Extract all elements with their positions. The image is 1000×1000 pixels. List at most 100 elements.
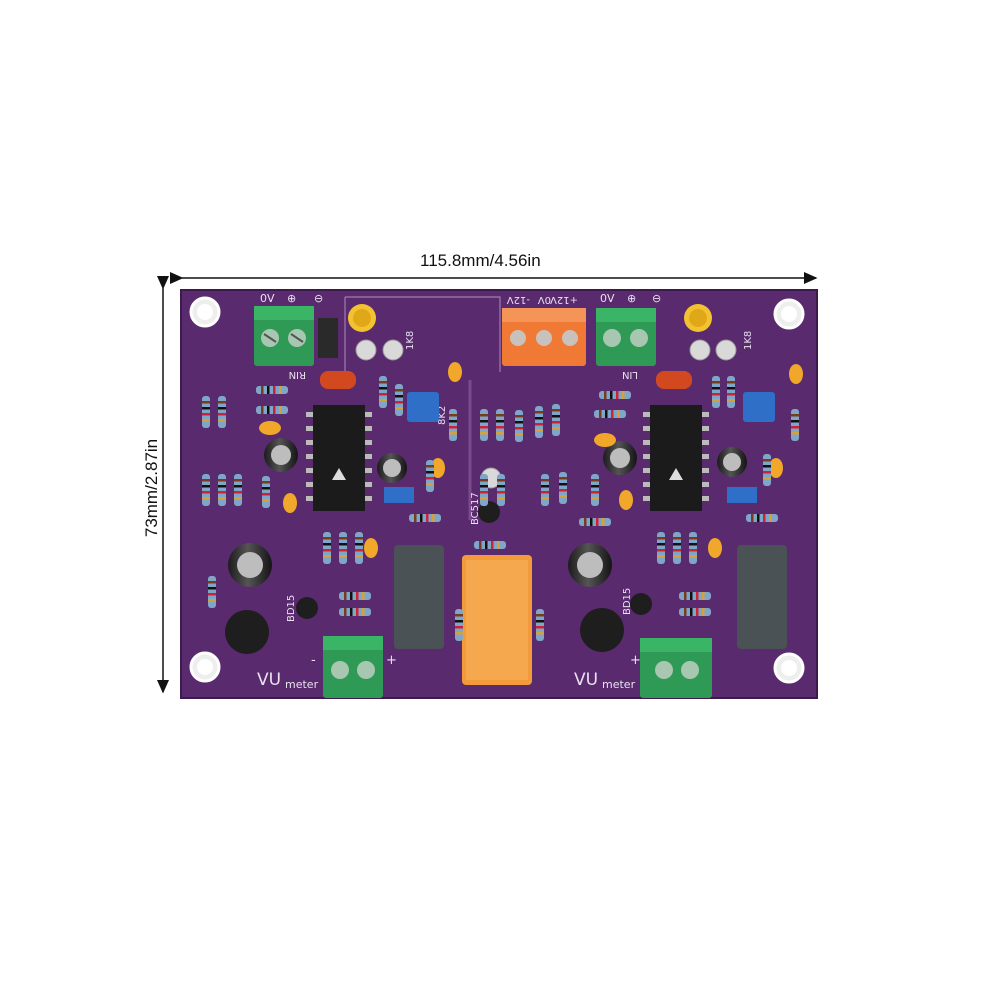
resistor-15 <box>535 406 543 438</box>
resistor-band <box>426 477 434 480</box>
resistor-26 <box>727 376 735 408</box>
resistor-band <box>684 608 687 616</box>
resistor-band <box>535 411 543 414</box>
resistor-band <box>323 543 331 546</box>
transistor-socket-1 <box>355 339 377 361</box>
resistor-band <box>536 614 544 617</box>
resistor-band <box>496 420 504 423</box>
terminal-lin <box>596 308 656 366</box>
resistor-band <box>599 410 602 418</box>
resistor-band <box>515 427 523 430</box>
trimmer-small-left <box>384 487 414 503</box>
resistor-band <box>395 401 403 404</box>
electrolytic-cap-6 <box>568 543 612 587</box>
resistor-band <box>535 423 543 426</box>
resistor-band <box>218 401 226 404</box>
inductor-left <box>394 545 444 649</box>
resistor-band <box>657 555 665 558</box>
resistor-band <box>267 406 270 414</box>
resistor-band <box>218 497 226 500</box>
resistor-band <box>480 479 488 482</box>
resistor-band <box>791 432 799 435</box>
ceramic-cap-8 <box>708 538 722 558</box>
resistor-band <box>497 479 505 482</box>
transistor-bc517 <box>478 501 500 523</box>
resistor-band <box>218 413 226 416</box>
resistor-band <box>362 592 365 600</box>
rin-0v-label: 0V <box>260 292 275 305</box>
resistor-25 <box>712 376 720 408</box>
resistor-band <box>234 479 242 482</box>
resistor-band <box>455 620 463 623</box>
resistor-band <box>395 407 403 410</box>
resistor-band <box>262 493 270 496</box>
resistor-band <box>727 387 735 390</box>
resistor-band <box>218 479 226 482</box>
resistor-band <box>496 426 504 429</box>
resistor-30 <box>536 609 544 641</box>
resistor-band <box>497 497 505 500</box>
resistor-band <box>218 491 226 494</box>
resistor-27 <box>791 409 799 441</box>
resistor-band <box>356 608 359 616</box>
resistor-2 <box>202 474 210 506</box>
transistor-socket-4 <box>715 339 737 361</box>
resistor-band <box>262 481 270 484</box>
resistor-13 <box>496 409 504 441</box>
resistor-band <box>218 485 226 488</box>
transistor-socket-3 <box>689 339 711 361</box>
resistor-band <box>673 543 681 546</box>
resistor-band <box>202 407 210 410</box>
resistor-band <box>202 413 210 416</box>
resistor-band <box>480 485 488 488</box>
resistor-band <box>208 593 216 596</box>
opamp-ic-right <box>643 405 709 511</box>
bulk-cap-right <box>580 608 624 652</box>
resistor-band <box>602 518 605 526</box>
resistor-band <box>355 543 363 546</box>
vu-left-minus: - <box>311 653 316 668</box>
resistor-band <box>491 541 494 549</box>
resistor-band <box>591 491 599 494</box>
resistor-band <box>684 592 687 600</box>
resistor-11 <box>449 409 457 441</box>
resistor-band <box>617 410 620 418</box>
resistor-band <box>379 399 387 402</box>
resistor-40 <box>339 608 371 616</box>
resistor-16 <box>552 404 560 436</box>
resistor-6 <box>323 532 331 564</box>
resistor-band <box>395 389 403 392</box>
resistor-band <box>449 414 457 417</box>
lin-minus-symbol: ⊖ <box>652 292 661 305</box>
resistor-band <box>689 537 697 540</box>
resistor-band <box>559 495 567 498</box>
resistor-band <box>208 599 216 602</box>
resistor-3 <box>218 474 226 506</box>
resistor-band <box>552 409 560 412</box>
resistor-band <box>689 549 697 552</box>
resistor-1k8-label-right: 1K8 <box>743 331 754 350</box>
lin-label: LIN <box>622 369 638 380</box>
resistor-band <box>727 393 735 396</box>
resistor-32 <box>426 460 434 492</box>
resistor-band <box>455 632 463 635</box>
resistor-band <box>791 426 799 429</box>
resistor-band <box>218 419 226 422</box>
resistor-band <box>515 415 523 418</box>
resistor-band <box>591 479 599 482</box>
relay <box>462 555 532 685</box>
resistor-19 <box>541 474 549 506</box>
resistor-band <box>432 514 435 522</box>
opamp-ic-left <box>306 405 372 511</box>
resistor-band <box>536 626 544 629</box>
resistor-band <box>356 592 359 600</box>
resistor-band <box>757 514 760 522</box>
resistor-33 <box>256 386 288 394</box>
vu-right-label: VU <box>574 670 598 690</box>
rin-label: RIN <box>289 369 306 380</box>
resistor-band <box>690 608 693 616</box>
resistor-band <box>791 420 799 423</box>
resistor-band <box>480 426 488 429</box>
resistor-band <box>763 477 771 480</box>
resistor-band <box>622 391 625 399</box>
